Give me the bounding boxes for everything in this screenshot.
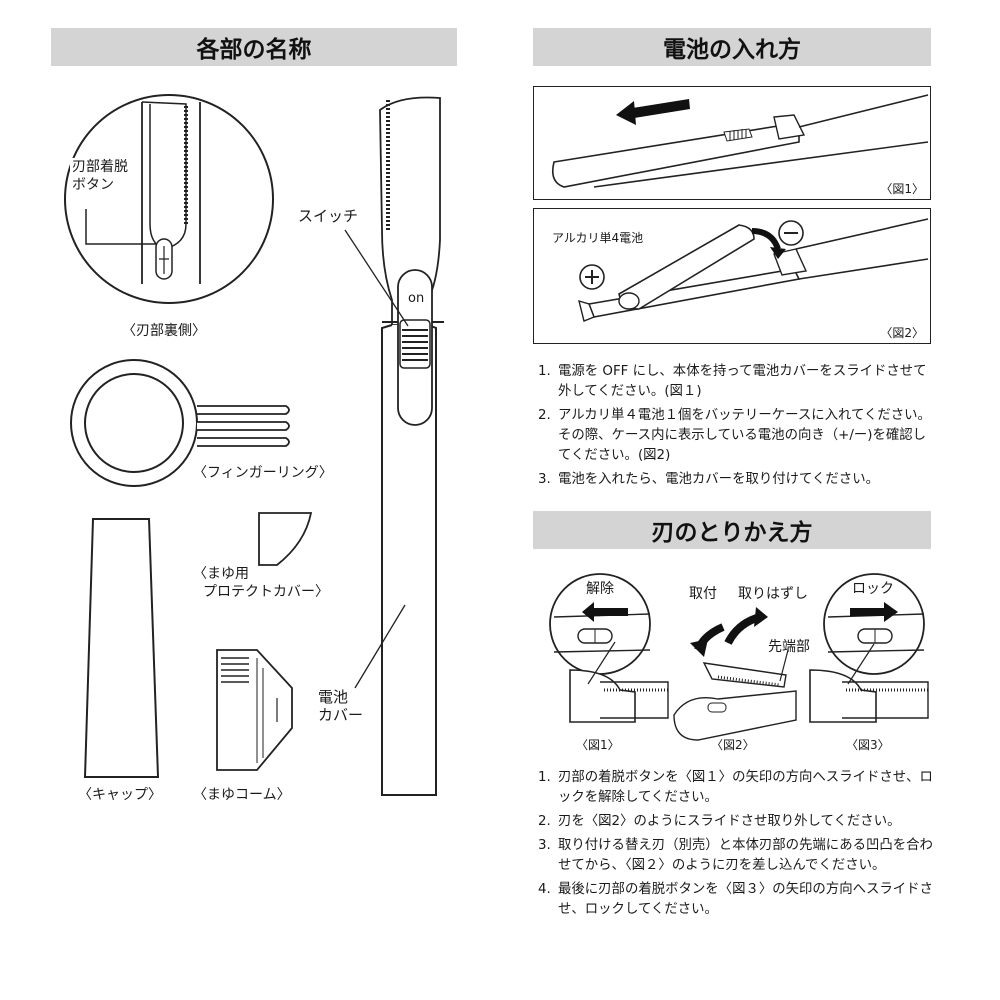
brow-comb-illustration (216, 649, 293, 771)
battery-step: 3.電池を入れたら、電池カバーを取り付けてください。 (538, 472, 879, 487)
brow-cover-caption: 〈まゆ用 プロテクトカバー〉 (193, 565, 329, 601)
brow-cover-illustration (258, 512, 313, 566)
blade-fig1-caption: 〈図1〉 (576, 738, 620, 752)
blade-attach-label: 取付 (689, 586, 717, 602)
switch-label: スイッチ (298, 207, 359, 225)
blade-detach-label: 取りはずし (738, 586, 808, 602)
battery-step: 2.アルカリ単４電池１個をバッテリーケースに入れてください。その際、ケース内に表… (538, 408, 931, 463)
finger-ring-caption: 〈フィンガーリング〉 (193, 465, 333, 481)
blade-lock-label: ロック (852, 580, 894, 598)
blade-fig2-caption: 〈図2〉 (711, 738, 755, 752)
trimmer-body-illustration (379, 96, 444, 796)
blade-release-line2: ボタン (72, 177, 114, 193)
blade-header-text: 刃のとりかえ方 (651, 520, 813, 546)
battery-fig1-caption: 〈図1〉 (880, 182, 924, 196)
blade-fig1-drawing (549, 573, 669, 723)
switch-on-label: on (408, 291, 425, 306)
blade-tip-label: 先端部 (768, 639, 810, 655)
battery-cover-line1: 電池 (318, 688, 349, 706)
brow-comb-caption: 〈まゆコーム〉 (193, 787, 291, 803)
blade-fig3-drawing (809, 573, 929, 723)
blade-back-illustration (64, 94, 274, 304)
blade-release-label: 解除 (586, 580, 614, 598)
blade-steps: 1.刃部の着脱ボタンを〈図１〉の矢印の方向へスライドさせ、ロックを解除してくださ… (538, 768, 933, 924)
blade-step: 2.刃を〈図2〉のようにスライドさせ取り外してください。 (538, 814, 901, 829)
battery-cover-label: 電池 カバー (318, 688, 363, 724)
battery-fig2-drawing (578, 218, 929, 322)
blade-step: 3.取り付ける替え刃（別売）と本体刃部の先端にある凹凸を合わせてから、〈図２〉の… (538, 838, 933, 873)
battery-cover-leader-line (354, 604, 406, 689)
battery-fig2-caption: 〈図2〉 (880, 326, 924, 340)
finger-ring-illustration (70, 359, 290, 487)
battery-header: 電池の入れ方 (533, 28, 931, 66)
battery-type-label: アルカリ単4電池 (552, 231, 644, 245)
battery-step: 1.電源を OFF にし、本体を持って電池カバーをスライドさせて外してください。… (538, 364, 927, 399)
battery-fig1-drawing (551, 94, 929, 188)
blade-fig3-caption: 〈図3〉 (846, 738, 890, 752)
parts-header-text: 各部の名称 (196, 37, 312, 63)
blade-header: 刃のとりかえ方 (533, 511, 931, 549)
cap-illustration (83, 518, 160, 778)
battery-steps: 1.電源を OFF にし、本体を持って電池カバーをスライドさせて外してください。… (538, 362, 933, 494)
blade-step: 4.最後に刃部の着脱ボタンを〈図３〉の矢印の方向へスライドさせ、ロックしてくださ… (538, 882, 933, 917)
blade-step: 1.刃部の着脱ボタンを〈図１〉の矢印の方向へスライドさせ、ロックを解除してくださ… (538, 770, 933, 805)
blade-release-line1: 刃部着脱 (72, 159, 128, 175)
blade-release-button-label: 刃部着脱 ボタン (70, 158, 130, 194)
battery-header-text: 電池の入れ方 (663, 37, 801, 63)
battery-fig2: アルカリ単4電池 〈図2〉 (533, 208, 931, 344)
switch-leader-line (344, 229, 409, 327)
blade-fig2-drawing (673, 607, 797, 741)
battery-cover-line2: カバー (318, 706, 364, 724)
blade-back-caption: 〈刃部裏側〉 (122, 323, 206, 339)
parts-header: 各部の名称 (51, 28, 457, 66)
brow-cover-line1: 〈まゆ用 (193, 566, 249, 582)
cap-caption: 〈キャップ〉 (78, 787, 162, 803)
brow-cover-line2: プロテクトカバー〉 (203, 584, 329, 600)
battery-fig1: 〈図1〉 (533, 86, 931, 200)
